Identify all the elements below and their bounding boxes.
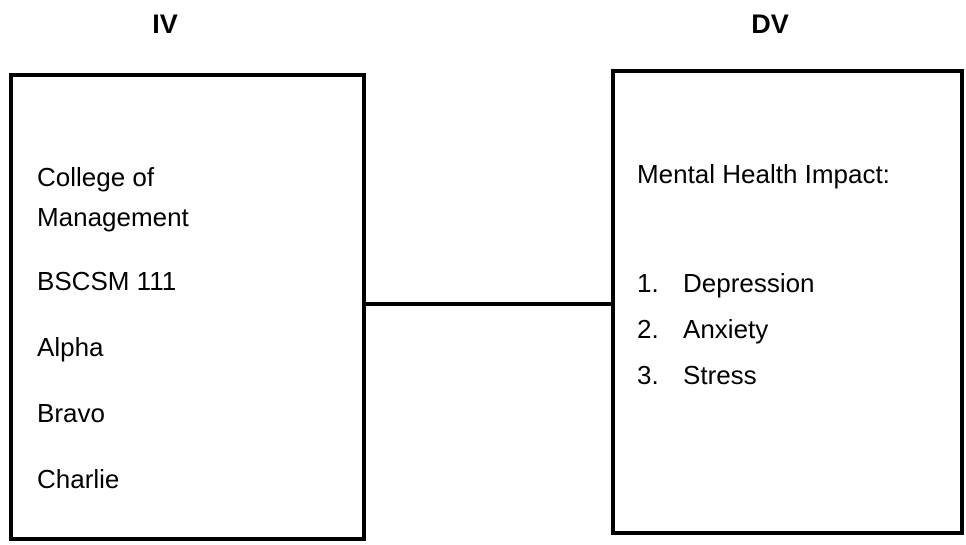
mental-health-impact-title: Mental Health Impact: (637, 159, 890, 189)
connector-line (366, 302, 611, 306)
course-label: BSCSM 111 (37, 266, 177, 296)
list-item-label: Depression (683, 268, 815, 298)
list-item-number: 1. (637, 268, 659, 298)
section-label-alpha: Alpha (37, 332, 104, 362)
section-label-bravo: Bravo (37, 398, 105, 428)
list-item: 2. Anxiety (637, 306, 815, 352)
list-item-number: 3. (637, 360, 659, 390)
dv-heading: DV (751, 9, 789, 39)
college-label: College of Management (37, 162, 189, 232)
dependent-variable-box: Mental Health Impact: 1. Depression 2. A… (611, 69, 964, 535)
list-item-number: 2. (637, 314, 659, 344)
iv-heading: IV (152, 9, 178, 39)
section-label-charlie: Charlie (37, 464, 120, 494)
impact-list: 1. Depression 2. Anxiety 3. Stress (637, 260, 815, 398)
independent-variable-box: College of Management BSCSM 111 Alpha Br… (9, 73, 366, 541)
list-item: 3. Stress (637, 352, 815, 398)
list-item-label: Anxiety (683, 314, 769, 344)
list-item: 1. Depression (637, 260, 815, 306)
list-item-label: Stress (683, 360, 757, 390)
